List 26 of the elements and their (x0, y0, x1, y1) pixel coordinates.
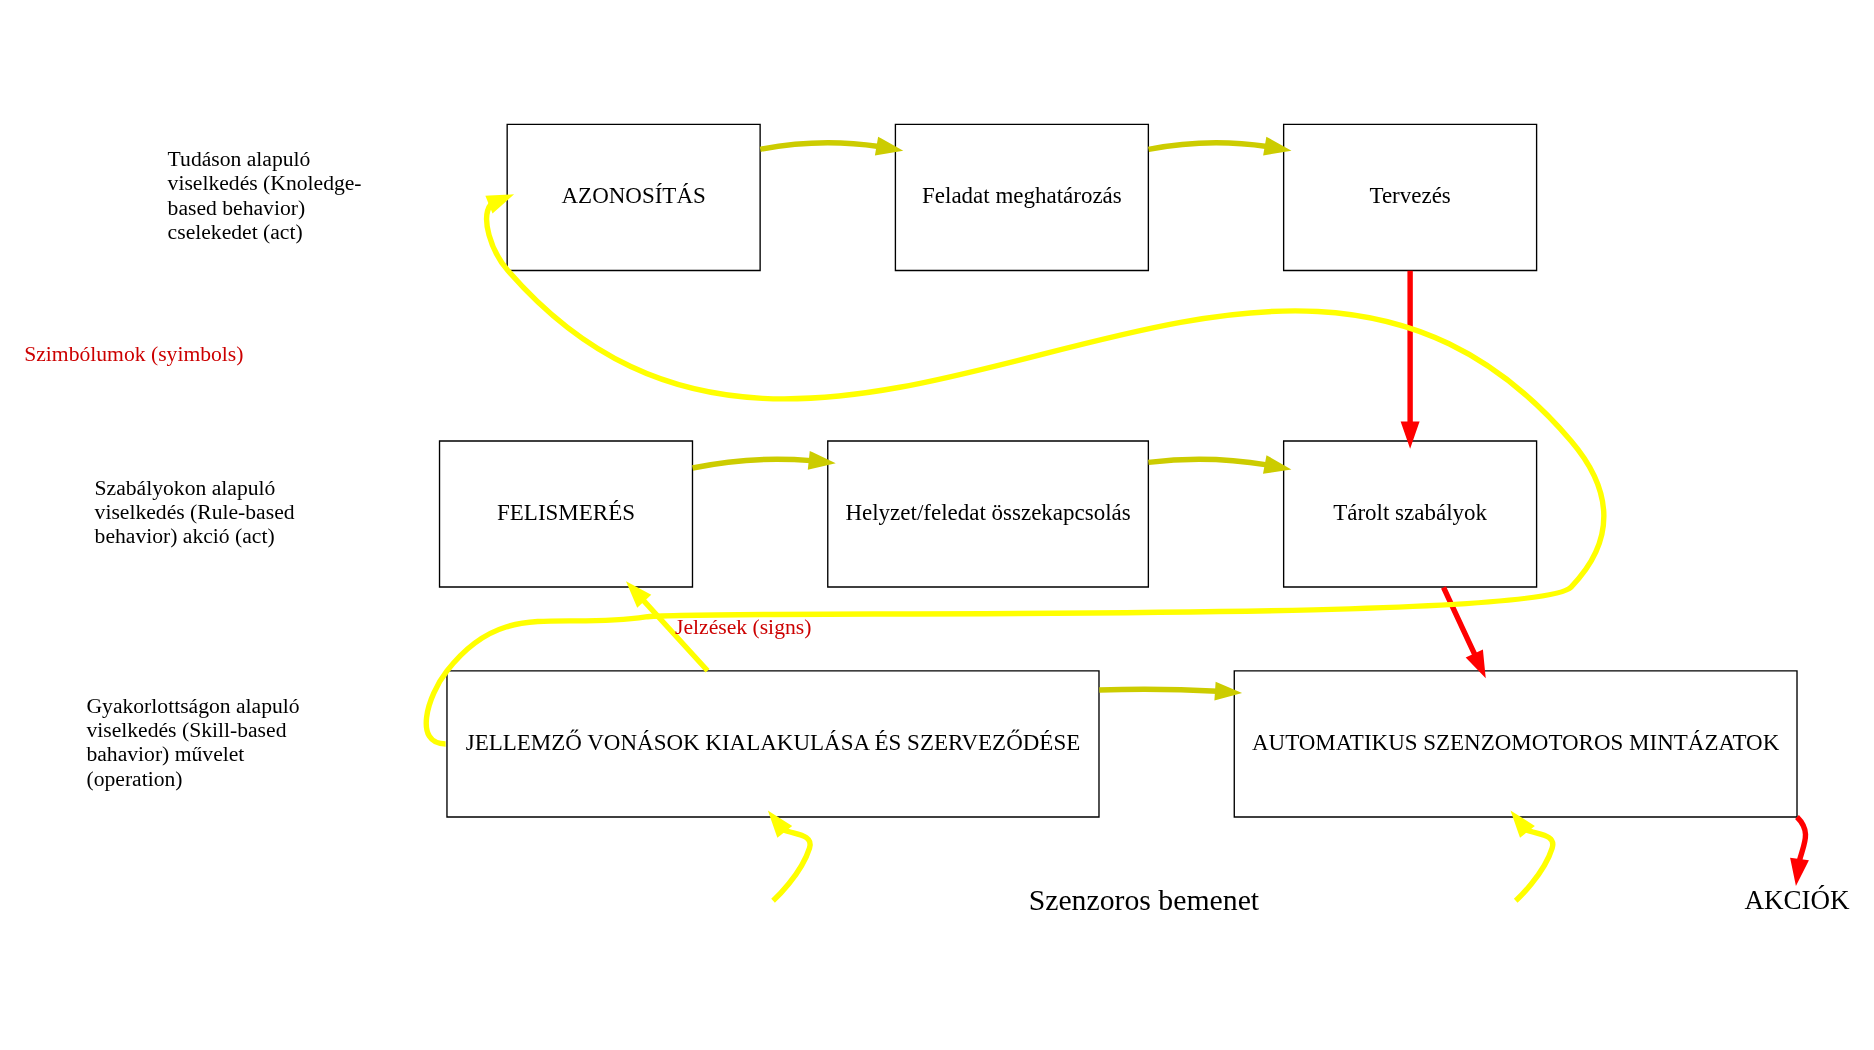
arrow (626, 580, 710, 673)
arrow (1790, 814, 1809, 886)
node-box: AUTOMATIKUS SZENZOMOTOROS MINTÁZATOK (1233, 669, 1798, 818)
arrow (1099, 681, 1243, 701)
arrow (759, 136, 904, 155)
label: Szabályokon alapuló viselkedés (Rule-based behavior) akció (act) (94, 475, 295, 548)
node-box: Feladat meghatározás (894, 123, 1150, 271)
node-text: AKCIÓK (1744, 884, 1850, 915)
node-box: Tárolt szabályok (1282, 439, 1538, 588)
node-box: AZONOSÍTÁS (506, 123, 761, 271)
label: Gyakorlottságon alapuló viselkedés (Skill-based bahavior) művelet (operation) (86, 693, 300, 791)
node-box: JELLEMZŐ VONÁSOK KIALAKULÁSA ÉS SZERVEZŐDÉSE (446, 669, 1100, 818)
node-box: Tervezés (1282, 123, 1538, 271)
node-box: Helyzet/feledat összekapcsolás (827, 439, 1150, 588)
label: Szimbólumok (syimbols) (24, 341, 244, 366)
label: Tudáson alapuló viselkedés (Knoledge-based behavior) cselekedet (act) (167, 146, 362, 244)
arrow (1148, 136, 1292, 155)
label: Szenzoros bemenet (1028, 882, 1260, 916)
node-box: FELISMERÉS (438, 439, 694, 588)
arrow (767, 810, 813, 903)
arrow (1148, 454, 1292, 474)
edge-label: Jelzések (signs) (675, 614, 812, 639)
arrow (692, 450, 836, 471)
arrow (1510, 810, 1556, 903)
arrow (1400, 270, 1420, 449)
arrow (1441, 585, 1486, 678)
